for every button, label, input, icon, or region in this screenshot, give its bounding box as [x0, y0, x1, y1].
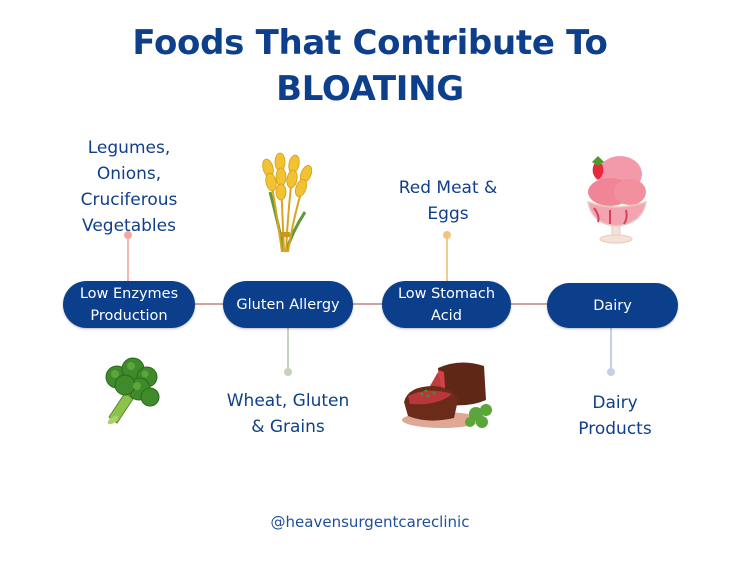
cause-label-line-2: Production — [90, 307, 168, 324]
social-handle: @heavensurgentcareclinic — [270, 513, 470, 531]
cause-label-line-2: Acid — [431, 307, 462, 324]
cause-low-enzymes: Low Enzymes Production — [63, 281, 195, 328]
food-label-dairy-products: Dairy Products — [560, 390, 670, 442]
connector-dot-low-enzymes — [124, 231, 132, 239]
food-line: Eggs — [427, 204, 469, 224]
food-label-wheat: Wheat, Gluten & Grains — [208, 388, 368, 440]
title-line-2: BLOATING — [276, 69, 464, 109]
title-line-1: Foods That Contribute To — [132, 23, 608, 63]
food-line: Vegetables — [82, 216, 176, 236]
timeline-connector-1 — [195, 303, 225, 305]
cause-label: Gluten Allergy — [236, 296, 340, 313]
cause-low-stomach-acid: Low Stomach Acid — [382, 281, 511, 328]
cause-gluten-allergy: Gluten Allergy — [223, 281, 353, 328]
connector-dot-gluten — [284, 368, 292, 376]
connector-gluten — [287, 328, 289, 372]
food-line: Red Meat & — [398, 178, 498, 198]
broccoli-icon — [105, 357, 160, 425]
cause-label-line-1: Low Stomach — [397, 285, 496, 302]
ice-cream-icon — [587, 156, 647, 244]
timeline-connector-3 — [510, 303, 548, 305]
wheat-icon — [262, 152, 313, 253]
connector-stomach-acid — [446, 236, 448, 282]
food-line: & Grains — [251, 417, 325, 437]
cause-label: Dairy — [593, 297, 632, 314]
steak-icon — [402, 362, 492, 428]
food-line: Wheat, Gluten — [226, 391, 350, 411]
food-line: Onions, — [96, 164, 162, 184]
page-title: Foods That Contribute To BLOATING — [0, 20, 740, 112]
connector-low-enzymes — [127, 236, 129, 282]
food-line: Products — [578, 419, 652, 439]
food-line: Legumes, — [87, 138, 171, 158]
cause-label-line-1: Low Enzymes — [79, 285, 179, 302]
cause-dairy: Dairy — [547, 283, 678, 328]
food-label-red-meat: Red Meat & Eggs — [380, 175, 516, 227]
connector-dairy — [610, 328, 612, 372]
food-label-legumes: Legumes, Onions, Cruciferous Vegetables — [58, 135, 200, 239]
connector-dot-stomach-acid — [443, 231, 451, 239]
food-line: Cruciferous — [80, 190, 178, 210]
timeline-connector-2 — [352, 303, 384, 305]
connector-dot-dairy — [607, 368, 615, 376]
food-line: Dairy — [592, 393, 638, 413]
